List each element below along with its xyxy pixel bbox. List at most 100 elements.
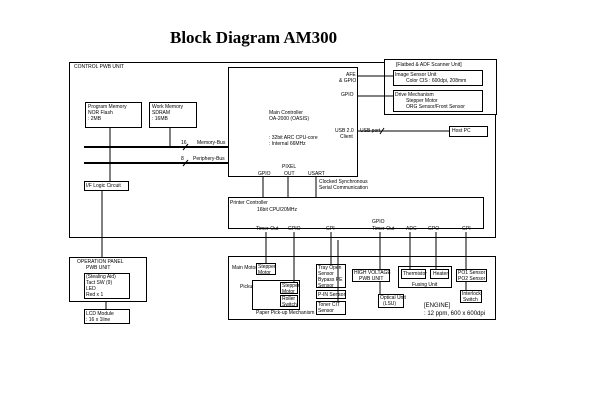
lcd-module — [84, 309, 130, 324]
tray-sensors — [316, 264, 346, 288]
drive-sensors: ORG Sensor/Front Sensor — [406, 104, 465, 110]
stepper-motor-pickup — [280, 282, 298, 294]
memory-bus-width: 16 — [181, 140, 187, 146]
sync-comm-label-2: Serial Communication — [319, 185, 368, 191]
work-memory-size: : 16MB — [152, 116, 168, 122]
main-controller-title: Main Controller — [269, 110, 303, 116]
scanner-unit-label: [Flatbed & ADF Scanner Unit] — [396, 62, 462, 68]
panel-line-4: Red x 1 — [86, 292, 104, 298]
image-sensor-spec: Color CIS : 600dpi, 208mm — [406, 78, 467, 84]
bypass-pe-1: Bypass PE — [318, 277, 343, 283]
work-memory-type: SDRAM — [152, 110, 171, 116]
program-memory-size: : 2MB — [88, 116, 102, 122]
heater — [430, 269, 449, 279]
bypass-pe-2: Sensor — [318, 283, 334, 289]
periphery-bus-label: Periphery-Bus — [193, 156, 225, 162]
lcd-title: LCD Module — [86, 311, 114, 317]
optical-unit-2: (LSU) — [383, 301, 397, 307]
roller-switch-1: Roller — [282, 296, 296, 302]
port-adc: ADC — [406, 226, 417, 232]
sync-comm-label-1: Clocked Synchronous — [319, 179, 368, 185]
work-memory — [149, 102, 197, 128]
roller-switch — [280, 295, 298, 307]
thermistor — [401, 269, 426, 279]
fusing-unit-label: Fusing Unit — [412, 282, 438, 288]
thermistor-label: Thermistor — [403, 271, 427, 277]
drive-title: Drive Mechanism — [395, 92, 434, 98]
main-controller — [228, 67, 358, 177]
stepper-motor-main-1: Stepper — [258, 264, 276, 270]
image-sensor-unit — [393, 70, 483, 86]
high-voltage-pwb — [352, 269, 390, 282]
po2-sensor: PO2 Sensor — [458, 276, 486, 282]
main-controller-clock: : Internal 66MHz — [269, 141, 306, 147]
port-gpi: GPI — [326, 226, 335, 232]
pin-sensor — [316, 290, 346, 299]
tray-open-1: Tray Open — [318, 265, 342, 271]
usart-label: USART — [308, 171, 325, 177]
printer-controller-title: Printer Controller — [230, 200, 268, 206]
memory-bus-label: Memory-Bus — [197, 140, 226, 146]
stepper-motor-pickup-2: Motor — [282, 289, 295, 295]
engine-label: [ENGINE] — [424, 303, 451, 309]
host-pc — [449, 126, 488, 137]
control-pwb-label: CONTROL PWB UNIT — [74, 64, 125, 70]
operation-panel-label-1: OPERATION PANEL — [77, 259, 124, 265]
pixel-out-label: OUT — [284, 171, 295, 177]
main-controller-cpu: : 32bit ARC CPU-core — [269, 135, 318, 141]
po1-sensor: PO1 Sensor — [458, 270, 486, 276]
usb-client-label: Client — [340, 134, 353, 140]
port-timer-out-2: Timer-Out — [372, 226, 395, 232]
port-gpio: GPIO — [288, 226, 301, 232]
roller-switch-2: Switch — [282, 302, 297, 308]
panel-inner — [84, 273, 130, 299]
afe-gpio-label: & GPIO — [339, 78, 357, 84]
panel-line-2: Tact SW (9) — [86, 280, 113, 286]
stepper-motor-main-2: Motor — [258, 270, 271, 276]
optical-unit-1: Optical Unit — [380, 295, 406, 301]
image-sensor-title: Image Sensor Unit — [395, 72, 437, 78]
work-memory-title: Work Memory — [152, 104, 184, 110]
program-memory — [85, 102, 142, 128]
usb-label: USB 2.0 — [335, 128, 354, 134]
optical-unit — [378, 294, 404, 308]
stepper-motor-main — [256, 263, 276, 275]
program-memory-title: Program Memory — [88, 104, 127, 110]
interlock-1: Interlock — [462, 291, 481, 297]
heater-label: Heater — [433, 271, 449, 277]
toner-cit-sensor — [316, 301, 346, 315]
bottom-gpio-label: GPIO — [258, 171, 271, 177]
panel-line-3: LED — [86, 286, 96, 292]
if-logic-circuit — [84, 181, 129, 191]
po-sensors — [456, 269, 487, 282]
printer-controller — [228, 197, 484, 229]
drive-motor: Stepper Motor — [406, 98, 438, 104]
gpio-right-label: GPIO — [341, 92, 354, 98]
paper-pickup-label: Paper Pick-up Mechanism — [256, 310, 315, 316]
host-pc-label: Host PC — [452, 128, 471, 134]
main-controller-chip: OA-2000 (OASIS) — [269, 116, 310, 122]
afe-label: AFE — [346, 72, 356, 78]
diagram-title: Block Diagram AM300 — [170, 28, 338, 47]
printer-controller-cpu: 16bit CPU/20MHz — [257, 207, 298, 213]
hv-pwb-2: PWB UNIT — [359, 276, 384, 282]
main-motor-label: Main Motor — [232, 265, 258, 271]
panel-line-1: (Stealing Aid) — [86, 274, 116, 280]
port-gpi-2: GPI — [462, 226, 471, 232]
pixel-label: PIXEL — [282, 164, 297, 170]
operation-panel-label-2: PWB UNIT — [86, 265, 111, 271]
interlock-switch — [460, 290, 482, 303]
engine-spec: : 12 ppm, 600 x 600dpi — [424, 311, 486, 317]
program-memory-type: NOR Flash — [88, 110, 113, 116]
periphery-bus-width: 8 — [181, 156, 184, 162]
interlock-2: Switch — [463, 297, 478, 303]
pin-sensor-label: P-IN Sensor — [318, 292, 346, 298]
toner-cit-2: Sensor — [318, 308, 334, 314]
port-gpo: GPO — [428, 226, 440, 232]
port-timer-out: Timer-Out — [256, 226, 279, 232]
port-gpio-2: GPIO — [372, 219, 385, 225]
stepper-motor-pickup-1: Stepper — [282, 283, 300, 289]
if-logic-label: I/F Logic Circuit — [86, 183, 121, 189]
